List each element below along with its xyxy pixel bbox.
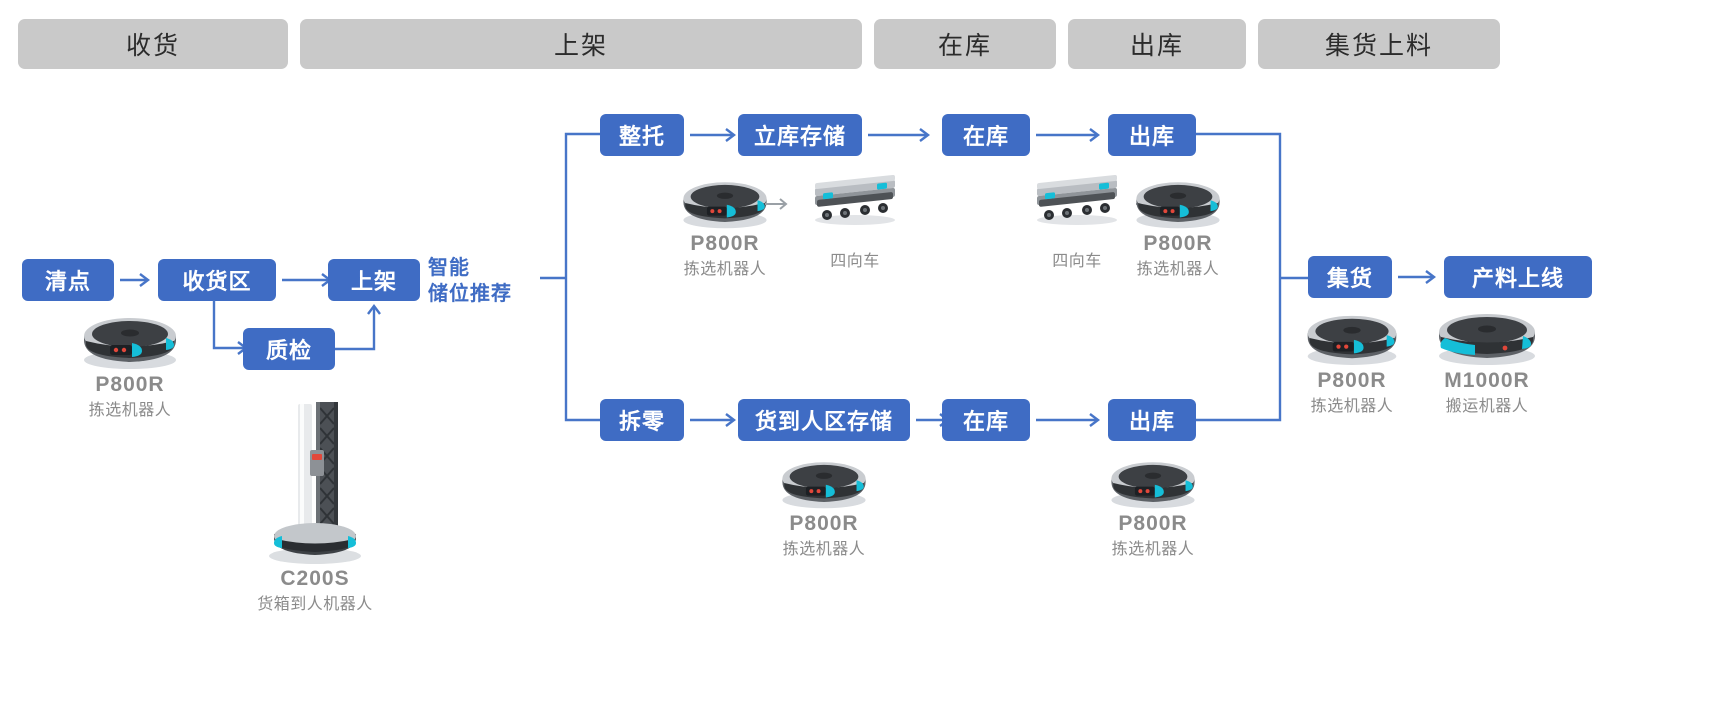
figure-m1000r: M1000R 搬运机器人	[1412, 304, 1562, 419]
process-box-count[interactable]: 清点	[22, 259, 114, 301]
process-box-putaway[interactable]: 上架	[328, 259, 420, 301]
smart-slotting-label: 智能 储位推荐	[428, 257, 512, 305]
phase-tab-outbound[interactable]: 出库	[1068, 19, 1246, 69]
process-box-label: 清点	[44, 269, 91, 294]
process-box-label: 在库	[962, 409, 1009, 434]
arrow-pallet-to-asrs	[690, 125, 742, 145]
phase-tab-receiving[interactable]: 收货	[18, 19, 288, 69]
process-box-consolidation[interactable]: 集货	[1308, 256, 1392, 298]
arrow-p800r-to-shuttle-top	[765, 195, 795, 213]
process-box-label: 出库	[1128, 409, 1175, 434]
phase-tab-putaway[interactable]: 上架	[300, 19, 862, 69]
process-box-outbound-bottom[interactable]: 出库	[1108, 399, 1196, 441]
process-box-label: 在库	[962, 124, 1009, 149]
phase-tab-label: 出库	[1129, 32, 1184, 60]
figure-name: P800R	[1143, 232, 1213, 255]
phase-tab-label: 收货	[125, 32, 180, 60]
process-box-label: 货到人区存储	[754, 409, 893, 434]
p800r-robot-icon	[1111, 462, 1195, 509]
process-box-label: 上架	[350, 269, 397, 294]
process-box-label: 收货区	[182, 269, 252, 294]
figure-p800r-consolidation: P800R 拣选机器人	[1282, 308, 1422, 419]
process-box-quality-check[interactable]: 质检	[243, 328, 335, 370]
process-box-label: 产料上线	[1471, 266, 1564, 291]
p800r-robot-icon	[1307, 315, 1397, 365]
process-box-label: 出库	[1128, 124, 1175, 149]
process-box-label: 拆零	[618, 409, 665, 434]
figure-name: P800R	[1118, 512, 1188, 535]
process-box-line-feeding[interactable]: 产料上线	[1444, 256, 1592, 298]
process-box-in-stock-top[interactable]: 在库	[942, 114, 1030, 156]
figure-p800r-top-right: P800R 拣选机器人	[1108, 175, 1248, 282]
process-box-receiving-area[interactable]: 收货区	[158, 259, 276, 301]
arrow-breakbulk-to-gtp	[690, 410, 742, 430]
p800r-robot-icon	[1136, 182, 1220, 229]
process-box-label: 集货	[1326, 266, 1373, 291]
figure-sub: 搬运机器人	[1445, 398, 1529, 416]
phase-tab-label: 上架	[553, 32, 608, 60]
connector-qc-to-putaway	[335, 302, 395, 354]
figure-shuttle-top-left: 四向车	[800, 175, 910, 273]
figure-p800r-bottom-right: P800R 拣选机器人	[1083, 455, 1223, 562]
arrow-instock-to-outbound-top	[1036, 125, 1106, 145]
figure-name: P800R	[95, 373, 165, 396]
figure-name: P800R	[789, 512, 859, 535]
figure-sub: 拣选机器人	[683, 261, 767, 279]
phase-tab-in-stock[interactable]: 在库	[874, 19, 1056, 69]
figure-sub: 拣选机器人	[782, 541, 866, 559]
figure-c200s: C200S 货箱到人机器人	[215, 398, 415, 617]
process-box-label: 立库存储	[753, 124, 846, 149]
process-box-outbound-top[interactable]: 出库	[1108, 114, 1196, 156]
figure-p800r-receiving: P800R 拣选机器人	[60, 310, 200, 423]
process-box-label: 质检	[265, 338, 312, 363]
figure-name: P800R	[690, 232, 760, 255]
arrow-instock-to-outbound-bottom	[1036, 410, 1106, 430]
four-way-shuttle-icon	[1037, 175, 1117, 225]
process-box-full-pallet[interactable]: 整托	[600, 114, 684, 156]
p800r-robot-icon	[84, 318, 176, 369]
figure-name: M1000R	[1444, 369, 1530, 392]
figure-name: P800R	[1317, 369, 1387, 392]
figure-p800r-top-left: P800R 拣选机器人	[655, 175, 795, 282]
c200s-robot-icon	[269, 402, 361, 564]
figure-sub: 四向车	[1052, 253, 1102, 270]
process-box-in-stock-bottom[interactable]: 在库	[942, 399, 1030, 441]
process-box-break-bulk[interactable]: 拆零	[600, 399, 684, 441]
phase-tab-label: 在库	[937, 32, 992, 60]
process-box-label: 整托	[618, 124, 665, 149]
arrow-asrs-to-instock	[868, 125, 936, 145]
process-box-asrs-storage[interactable]: 立库存储	[738, 114, 862, 156]
figure-sub: 四向车	[830, 253, 880, 270]
connector-merge-to-consolidation	[1196, 128, 1316, 428]
m1000r-robot-icon	[1439, 314, 1535, 365]
figure-p800r-bottom-left: P800R 拣选机器人	[754, 455, 894, 562]
figure-name: C200S	[280, 567, 350, 590]
four-way-shuttle-icon	[815, 175, 895, 225]
figure-sub: 拣选机器人	[88, 402, 172, 420]
connector-split-to-branches	[540, 128, 610, 428]
p800r-robot-icon	[683, 182, 767, 229]
p800r-robot-icon	[782, 462, 866, 509]
figure-sub: 拣选机器人	[1111, 541, 1195, 559]
figure-shuttle-top-right: 四向车	[1022, 175, 1132, 273]
arrow-consolidation-to-linefeed	[1398, 267, 1442, 287]
phase-tab-label: 集货上料	[1324, 32, 1433, 60]
arrow-count-to-receiving	[120, 270, 156, 290]
phase-tab-bar: 收货 上架 在库 出库 集货上料	[0, 0, 1728, 88]
phase-tab-consolidation[interactable]: 集货上料	[1258, 19, 1500, 69]
figure-sub: 拣选机器人	[1310, 398, 1394, 416]
figure-sub: 拣选机器人	[1136, 261, 1220, 279]
process-box-gtp-storage[interactable]: 货到人区存储	[738, 399, 910, 441]
figure-sub: 货箱到人机器人	[257, 596, 373, 614]
